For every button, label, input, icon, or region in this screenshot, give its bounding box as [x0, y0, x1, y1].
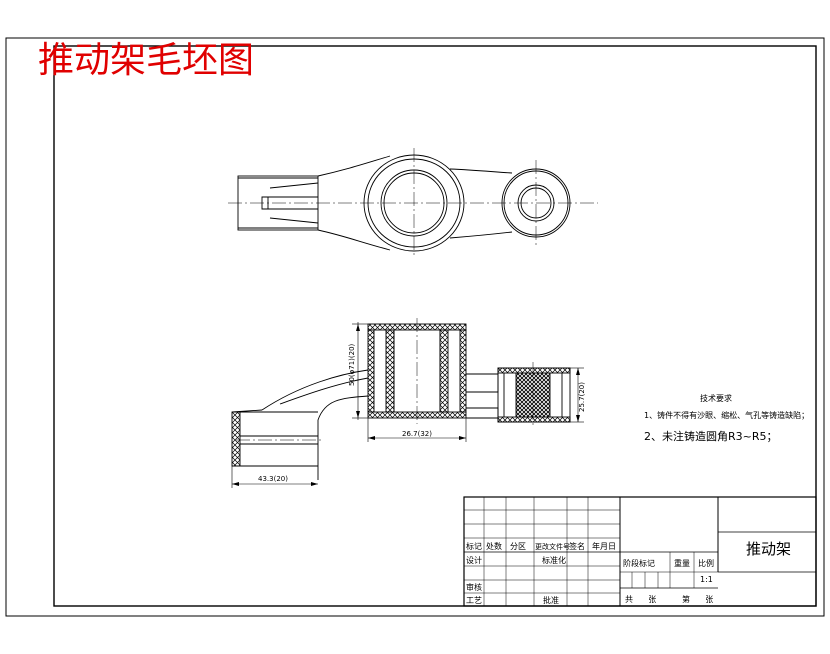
rev-header-count: 处数: [486, 541, 502, 551]
top-view-centerlines: [228, 148, 598, 258]
outer-border: [5, 37, 825, 617]
rev-header-zone: 分区: [510, 542, 526, 551]
dim-bore-width: 26.7(32): [402, 430, 432, 438]
design-label: 设计: [466, 555, 482, 565]
notes-item-2: 2、未注铸造圆角R3~R5；: [644, 429, 778, 443]
weight-header: 重量: [674, 558, 690, 568]
dim-base-length: 43.3(20): [258, 475, 288, 483]
scale-value: 1:1: [700, 575, 713, 584]
drawing-title: 推动架毛坯图: [38, 40, 254, 81]
inner-border: [53, 45, 817, 607]
sheet-number: 第 张: [682, 594, 713, 604]
process-label: 工艺: [466, 596, 482, 605]
dimension-lines: [231, 322, 584, 488]
title-block-lines: [463, 496, 817, 607]
section-centerlines: [236, 318, 534, 441]
review-label: 审核: [466, 582, 482, 592]
dimension-arrows: [232, 324, 580, 486]
rev-header-date: 年月日: [592, 541, 616, 551]
dim-height-right: 25.7(20): [578, 382, 586, 412]
section-view: [231, 323, 571, 480]
rev-header-docno: 更改文件号: [535, 542, 570, 551]
approve-label: 批准: [543, 595, 559, 605]
total-sheets: 共 张: [625, 595, 656, 604]
notes-heading: 技术要求: [700, 393, 732, 403]
notes-item-1: 1、铸件不得有沙眼、缩松、气孔等铸造缺陷；: [644, 410, 809, 420]
scale-header: 比例: [698, 558, 714, 568]
dim-height-left: 50(φ71)(20): [348, 343, 356, 386]
rev-header-mark: 标记: [466, 541, 482, 551]
rev-header-sign: 签名: [569, 541, 585, 551]
standard-label: 标准化: [542, 555, 566, 565]
stage-header: 阶段标记: [623, 558, 655, 568]
part-name: 推动架: [746, 540, 791, 558]
